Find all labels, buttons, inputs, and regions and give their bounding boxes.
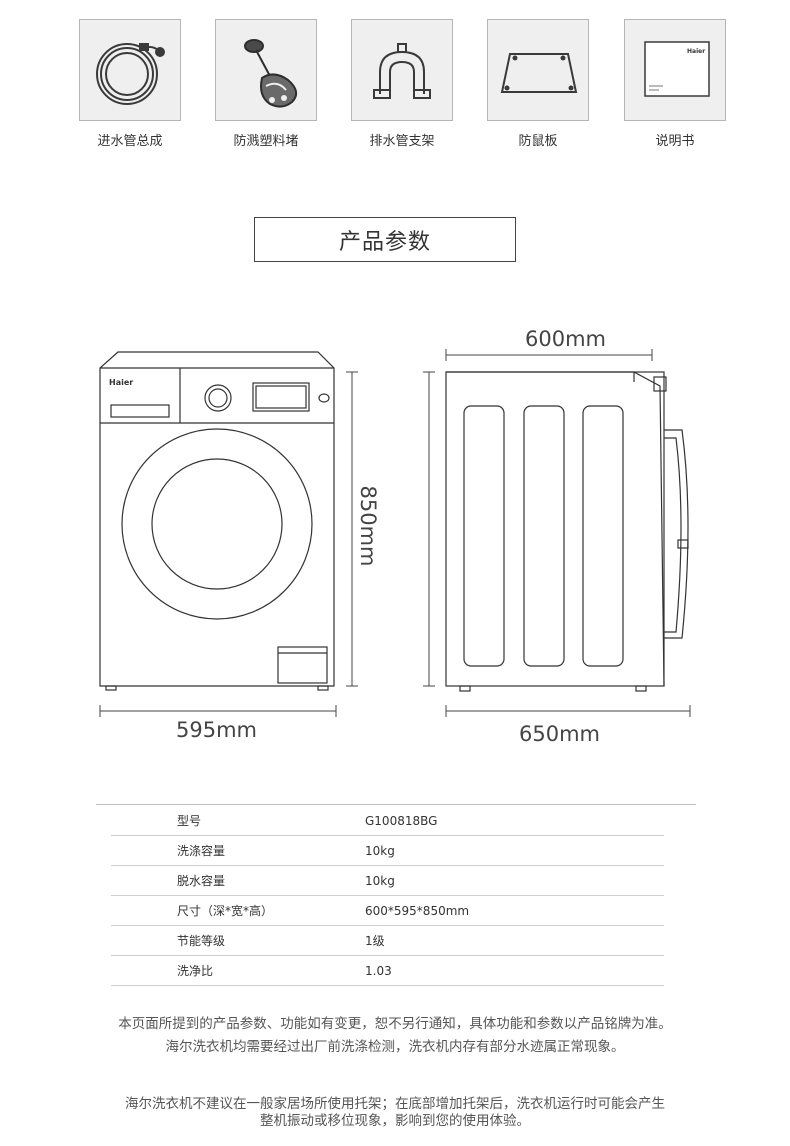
accessory-label: 进水管总成 — [97, 134, 163, 149]
bracket-note-2: 整机振动或移位现象，影响到您的使用体验。 — [260, 1113, 530, 1129]
accessory-inlet-hose: 进水管总成 — [79, 19, 181, 149]
spec-key: 型号 — [177, 814, 202, 828]
brand-logo-text: Haier — [109, 378, 133, 387]
filter-cover — [277, 646, 328, 684]
accessory-label: 说明书 — [655, 134, 695, 149]
accessory-splash-plug: 防溅塑料堵 — [215, 19, 317, 149]
spec-row: 洗净比 1.03 — [111, 956, 664, 986]
door-outer-ring — [121, 428, 313, 620]
anti-rodent-board-icon — [487, 19, 589, 121]
spec-key: 尺寸（深*宽*高） — [177, 904, 274, 918]
spec-row: 脱水容量 10kg — [111, 866, 664, 896]
bottom-depth-label: 650mm — [519, 722, 600, 746]
drain-hose-bracket-icon — [351, 19, 453, 121]
accessory-manual: Haier 说明书 — [624, 19, 726, 149]
inlet-hose-icon — [79, 19, 181, 121]
spec-key: 节能等级 — [177, 934, 226, 948]
accessory-drain-bracket: 排水管支架 — [351, 19, 453, 149]
door-profile — [664, 429, 689, 639]
height-label: 850mm — [356, 485, 380, 567]
display-panel — [252, 382, 310, 412]
side-rib-2 — [523, 405, 565, 667]
spec-value: 600*595*850mm — [365, 903, 470, 918]
side-rib-3 — [582, 405, 624, 667]
top-depth-label: 600mm — [525, 327, 606, 351]
accessory-label: 防溅塑料堵 — [233, 134, 299, 149]
width-label: 595mm — [176, 718, 257, 742]
spec-value: 1.03 — [365, 963, 392, 978]
washer-drawing: Haier — [99, 349, 691, 717]
spec-key: 洗涤容量 — [177, 844, 226, 858]
washer-front-body — [99, 351, 335, 687]
detergent-drawer — [110, 404, 170, 418]
splash-plug-icon — [215, 19, 317, 121]
spec-value: 1级 — [365, 934, 385, 948]
spec-row: 型号 G100818BG — [111, 806, 664, 836]
spec-value: 10kg — [365, 873, 395, 888]
spec-row: 洗涤容量 10kg — [111, 836, 664, 866]
accessory-label: 防鼠板 — [518, 134, 558, 149]
disclaimer-note-1: 本页面所提到的产品参数、功能如有变更，恕不另行通知，具体功能和参数以产品铭牌为准… — [118, 1016, 672, 1032]
spec-row: 尺寸（深*宽*高） 600*595*850mm — [111, 896, 664, 926]
spec-value: 10kg — [365, 843, 395, 858]
spec-key: 脱水容量 — [177, 874, 226, 888]
dimension-diagram: Haier 595mm 600mm 650mm 850mm — [0, 320, 790, 764]
spec-row: 节能等级 1级 — [111, 926, 664, 956]
program-knob — [204, 384, 232, 412]
accessory-label: 排水管支架 — [369, 134, 435, 149]
spec-value: G100818BG — [365, 813, 438, 828]
manual-icon: Haier — [624, 19, 726, 121]
disclaimer-note-2: 海尔洗衣机均需要经过出厂前洗涤检测，洗衣机内存有部分水迹属正常现象。 — [165, 1039, 625, 1055]
washer-side-body — [445, 371, 665, 687]
spec-table: 型号 G100818BG 洗涤容量 10kg 脱水容量 10kg 尺寸（深*宽*… — [111, 806, 664, 986]
power-button — [318, 393, 330, 403]
side-rib-1 — [463, 405, 505, 667]
manual-brand-text: Haier — [687, 48, 705, 55]
accessory-anti-rodent-board: 防鼠板 — [487, 19, 589, 149]
spec-table-top-divider — [96, 804, 696, 805]
section-title-product-params: 产品参数 — [254, 217, 516, 262]
bracket-note-1: 海尔洗衣机不建议在一般家居场所使用托架；在底部增加托架后，洗衣机运行时可能会产生 — [125, 1096, 665, 1112]
door-glass — [151, 458, 283, 590]
spec-key: 洗净比 — [177, 964, 214, 978]
